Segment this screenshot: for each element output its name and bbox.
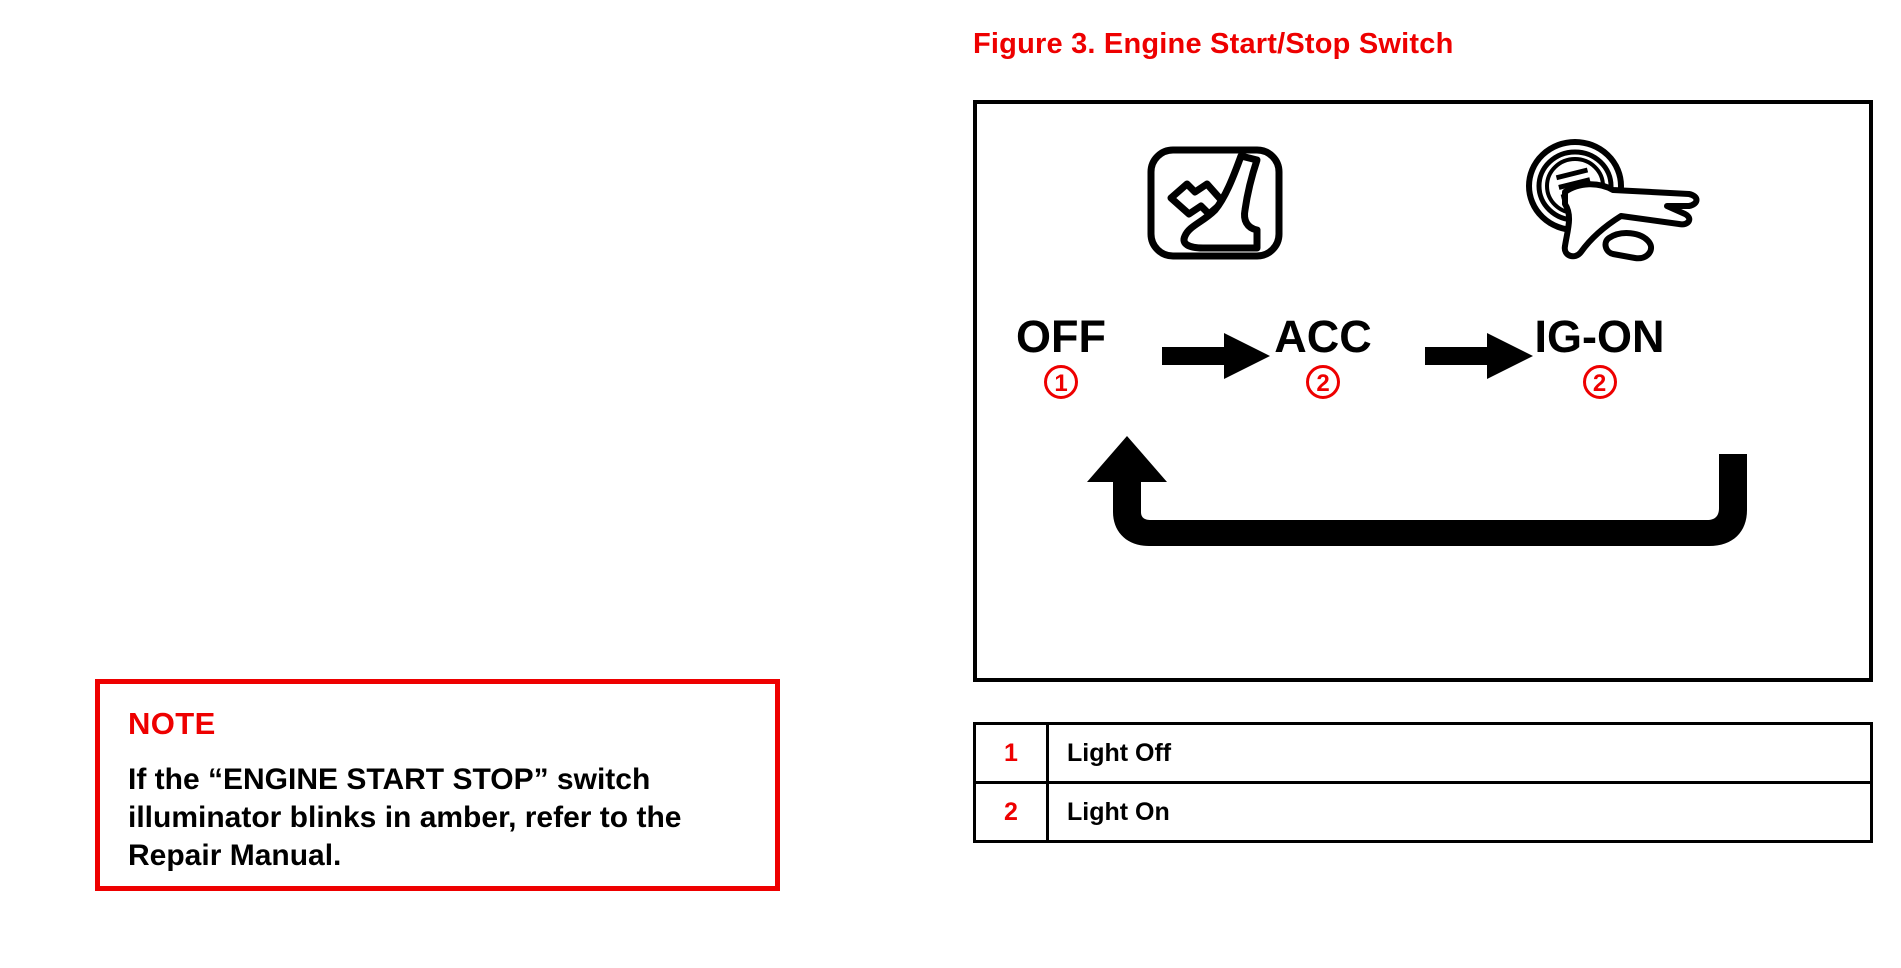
- table-row: 2 Light On: [973, 781, 1873, 843]
- note-box: NOTE If the “ENGINE START STOP” switch i…: [95, 679, 780, 891]
- state-off-callout: 1: [1044, 365, 1078, 399]
- state-acc-label: ACC: [1274, 311, 1372, 362]
- table-row: 1 Light Off: [973, 722, 1873, 784]
- legend-description: Light On: [1046, 781, 1873, 843]
- figure-title: Figure 3. Engine Start/Stop Switch: [973, 28, 1454, 60]
- note-body-text: If the “ENGINE START STOP” switch illumi…: [128, 763, 682, 872]
- note-heading: NOTE: [128, 706, 216, 741]
- state-ig-on: IG-ON 2: [1492, 314, 1707, 399]
- legend-description: Light Off: [1046, 722, 1873, 784]
- state-acc-callout: 2: [1306, 365, 1340, 399]
- legend-number: 1: [973, 722, 1049, 784]
- state-off-label: OFF: [1016, 311, 1106, 362]
- state-acc: ACC 2: [1233, 314, 1413, 399]
- arrow-ig-on-back-to-off-icon: [1057, 434, 1777, 564]
- engine-start-stop-switch-hand-icon: [1517, 134, 1717, 269]
- figure-illustration-box: OFF 1 ACC 2 IG-ON 2: [973, 100, 1873, 682]
- legend-table: 1 Light Off 2 Light On: [973, 722, 1873, 843]
- state-ig-on-callout: 2: [1582, 365, 1617, 399]
- legend-number: 2: [973, 781, 1049, 843]
- brake-pedal-icon: [1145, 144, 1285, 262]
- arrow-off-to-acc-icon: [1162, 331, 1272, 381]
- state-off: OFF 1: [971, 314, 1151, 399]
- arrow-acc-to-ig-on-icon: [1425, 331, 1535, 381]
- state-ig-on-label: IG-ON: [1534, 311, 1665, 362]
